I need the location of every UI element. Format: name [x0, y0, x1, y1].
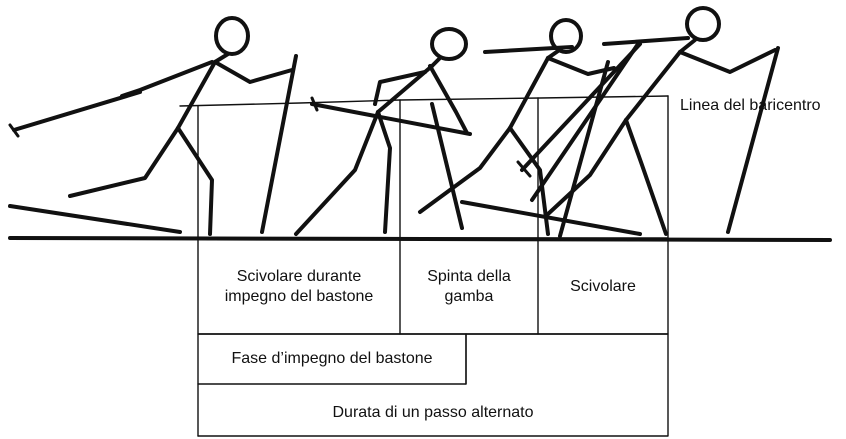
skier-1 — [8, 16, 298, 236]
phase-scivolare: Scivolare — [570, 278, 636, 295]
skier-2 — [294, 27, 472, 236]
phase-fase-bastone: Fase d’impegno del bastone — [231, 350, 433, 367]
phase-durata-passo: Durata di un passo alternato — [332, 404, 534, 421]
phase-table — [197, 237, 669, 437]
skier-3 — [418, 18, 642, 238]
phase-scivolare-bastone: Scivolare durante impegno del bastone — [198, 240, 400, 334]
phase-spinta-gamba: Spinta della gamba — [400, 240, 538, 334]
skier-4 — [530, 6, 780, 236]
phase-spinta-gamba-line1: Spinta della — [427, 268, 511, 285]
ground-line — [8, 236, 832, 242]
baricentro-line — [179, 95, 669, 239]
phase-scivolare-bastone-line2: impegno del bastone — [224, 288, 374, 305]
phase-scivolare-bastone-line1: Scivolare durante — [236, 268, 362, 285]
phase-spinta-gamba-line2: gamba — [444, 288, 494, 305]
baricentro-label: Linea del baricentro — [680, 97, 821, 114]
